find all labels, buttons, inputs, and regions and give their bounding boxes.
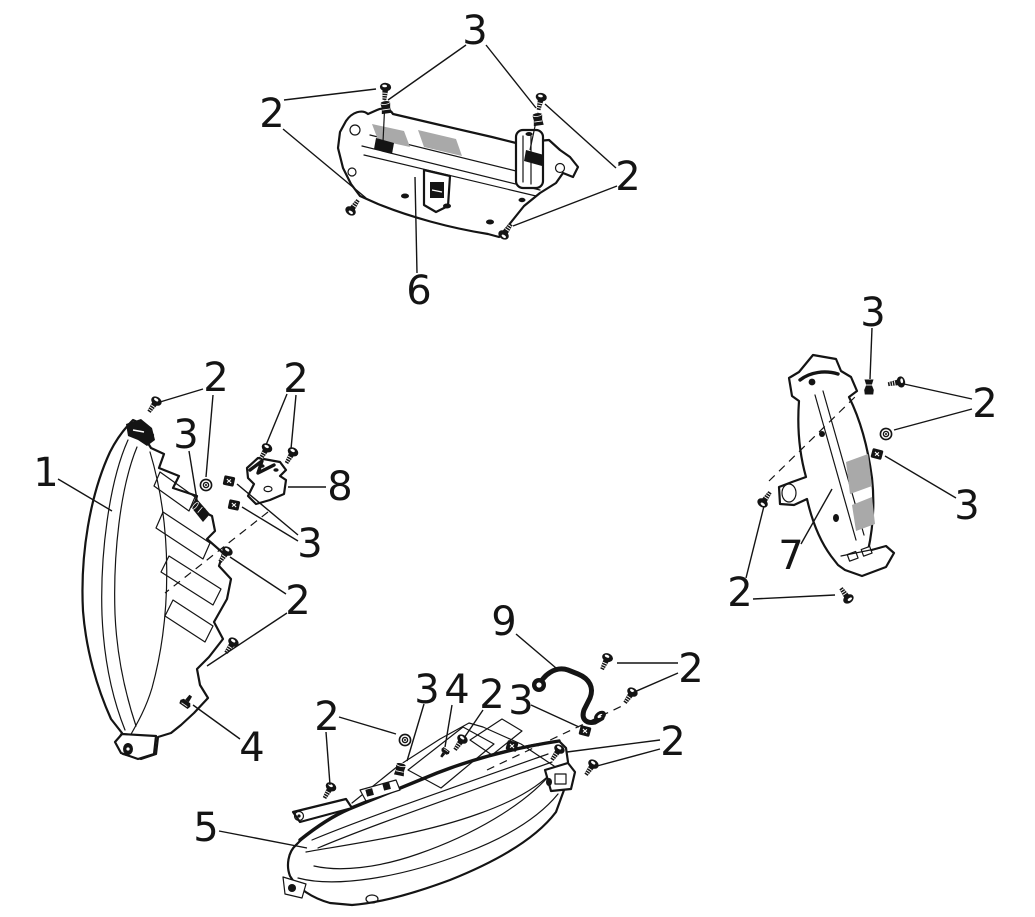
callout-label-c5-3b: 3 (508, 678, 533, 724)
leader-line-c7-2a (903, 383, 973, 400)
callout-label-c6-2b: 2 (615, 154, 640, 200)
callout-label-c1-3b: 3 (297, 521, 322, 567)
fastener-nut-round (199, 478, 213, 492)
leader-line-c1-4 (192, 704, 241, 740)
leader-line-c1-2b (265, 393, 288, 446)
leader-line-c7-2b (745, 505, 765, 579)
leader-line-c5-9 (515, 633, 557, 669)
leader-line-c1-3b (241, 506, 299, 542)
leader-line-c1-2a (205, 394, 214, 478)
callout-label-c1-4: 4 (239, 725, 264, 771)
leader-lines-layer (57, 44, 973, 849)
leader-line-c1-2b (290, 394, 297, 450)
callout-label-c1-2a: 2 (203, 355, 228, 401)
assembly-axis-dashed-line (164, 511, 269, 594)
callout-label-c7-2b: 2 (727, 570, 752, 616)
callout-label-c7-7: 7 (778, 533, 803, 579)
callout-label-c5-9: 9 (491, 599, 516, 645)
callout-label-c1-8: 8 (327, 464, 352, 510)
callout-label-c5-4: 4 (444, 667, 469, 713)
axis-lines-layer (164, 99, 859, 771)
callout-label-c1-1: 1 (33, 450, 58, 496)
leader-line-c1-1 (57, 478, 113, 512)
callout-label-c1-2c: 2 (285, 578, 310, 624)
callout-label-c5-5: 5 (193, 805, 218, 851)
callout-label-c5-2c: 2 (479, 672, 504, 718)
leader-line-c1-2c (206, 612, 288, 667)
leader-line-c5-3b (530, 704, 580, 728)
leader-line-c5-4 (444, 704, 453, 748)
callout-label-c7-2a: 2 (972, 381, 997, 427)
fastener-nut-round (398, 733, 412, 747)
leader-line-c1-2c (229, 556, 287, 595)
part-8-mounting-bracket (245, 456, 288, 506)
leader-line-c5-2c (463, 709, 484, 739)
assembly-axis-dashed-line (768, 393, 859, 482)
callout-label-c5-2a: 2 (678, 646, 703, 692)
leader-line-c7-2b (752, 594, 836, 600)
part-6-upper-bracket (336, 107, 580, 239)
leader-line-c7-2a (893, 408, 973, 431)
leader-line-c6-2a (283, 88, 377, 101)
callout-label-c6-6: 6 (406, 268, 431, 314)
leader-line-c5-5 (218, 830, 308, 849)
leader-line-c6-3 (485, 44, 537, 109)
assembly-axis-dashed-line (486, 705, 623, 771)
callout-label-c7-3b: 3 (954, 483, 979, 529)
leader-line-c6-2b (544, 103, 617, 169)
callout-label-c7-3a: 3 (860, 290, 885, 336)
part-7-bracket (777, 353, 896, 578)
part-9-support-bracket (532, 666, 606, 725)
leader-line-c6-3 (387, 44, 467, 101)
leader-line-c5-3a (406, 703, 425, 762)
leader-line-c7-3a (869, 327, 873, 380)
part-5-lower-headlight (282, 718, 577, 907)
leader-line-c7-7 (800, 488, 833, 545)
fastener-grommet (863, 379, 875, 395)
callout-label-c1-2b: 2 (283, 356, 308, 402)
leader-line-c1-3b (236, 483, 299, 536)
callout-label-c6-2a: 2 (259, 91, 284, 137)
callout-label-c5-2b: 2 (314, 694, 339, 740)
callout-label-c5-2d: 2 (660, 719, 685, 765)
leader-line-c5-2d (596, 748, 661, 767)
callout-label-c6-3: 3 (462, 8, 487, 54)
leader-line-c6-2b (512, 185, 618, 227)
leader-line-c5-2b (338, 716, 397, 735)
leader-line-c6-6 (414, 176, 418, 274)
leader-line-c7-3b (884, 455, 957, 499)
leader-line-c6-2a (282, 128, 367, 199)
leader-line-c5-2b (325, 731, 331, 786)
fastener-nut-round (879, 427, 893, 441)
leader-line-c1-2a (159, 388, 204, 403)
leader-line-c5-2d (566, 739, 661, 753)
leader-line-c1-3a (188, 450, 198, 501)
callout-label-c5-3a: 3 (414, 667, 439, 713)
callout-label-c1-3a: 3 (173, 412, 198, 458)
leader-line-c5-2a (631, 672, 679, 694)
